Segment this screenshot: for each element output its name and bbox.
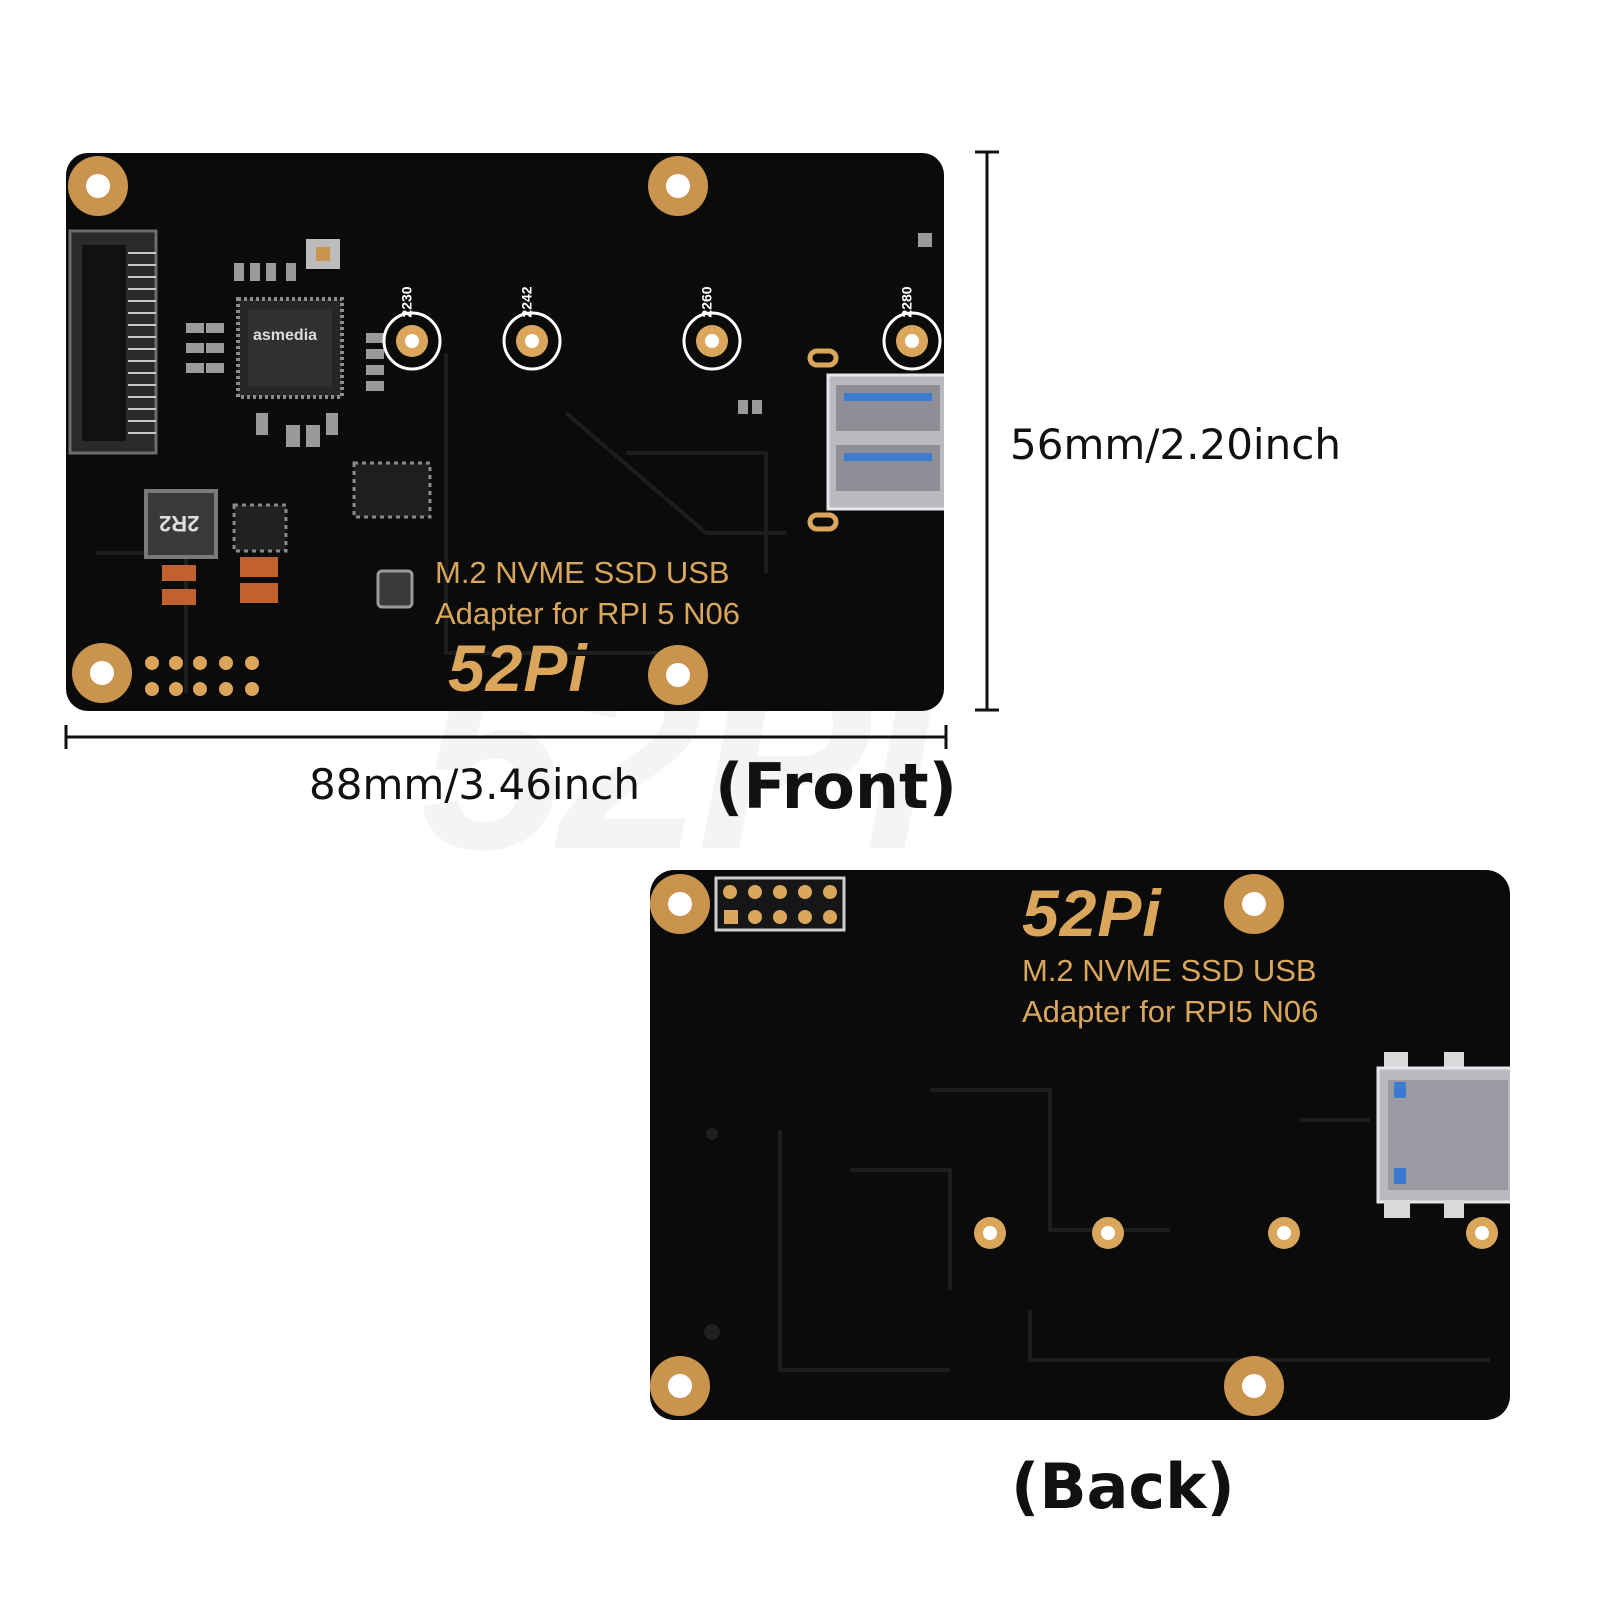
front-caption: (Front) (715, 750, 958, 823)
back-caption: (Back) (1011, 1450, 1235, 1523)
back-title-line1: M.2 NVME SSD USB (1022, 953, 1317, 988)
front-title-line2: Adapter for RPI 5 N06 (435, 596, 740, 631)
front-board-graphic (66, 153, 950, 711)
front-title-line1: M.2 NVME SSD USB (435, 555, 730, 590)
width-dimension-label: 88mm/3.46inch (309, 760, 640, 809)
back-usb-port-icon (1376, 1052, 1522, 1218)
front-board (66, 153, 950, 711)
back-board (650, 870, 1522, 1420)
back-board-graphic (650, 870, 1522, 1420)
height-dimension-label: 56mm/2.20inch (1010, 420, 1341, 469)
back-logo: 52Pi (1022, 876, 1162, 950)
front-logo: 52Pi (448, 631, 588, 705)
back-title-line2: Adapter for RPI5 N06 (1022, 994, 1319, 1029)
chip-brand-label: asmedia (253, 327, 318, 344)
